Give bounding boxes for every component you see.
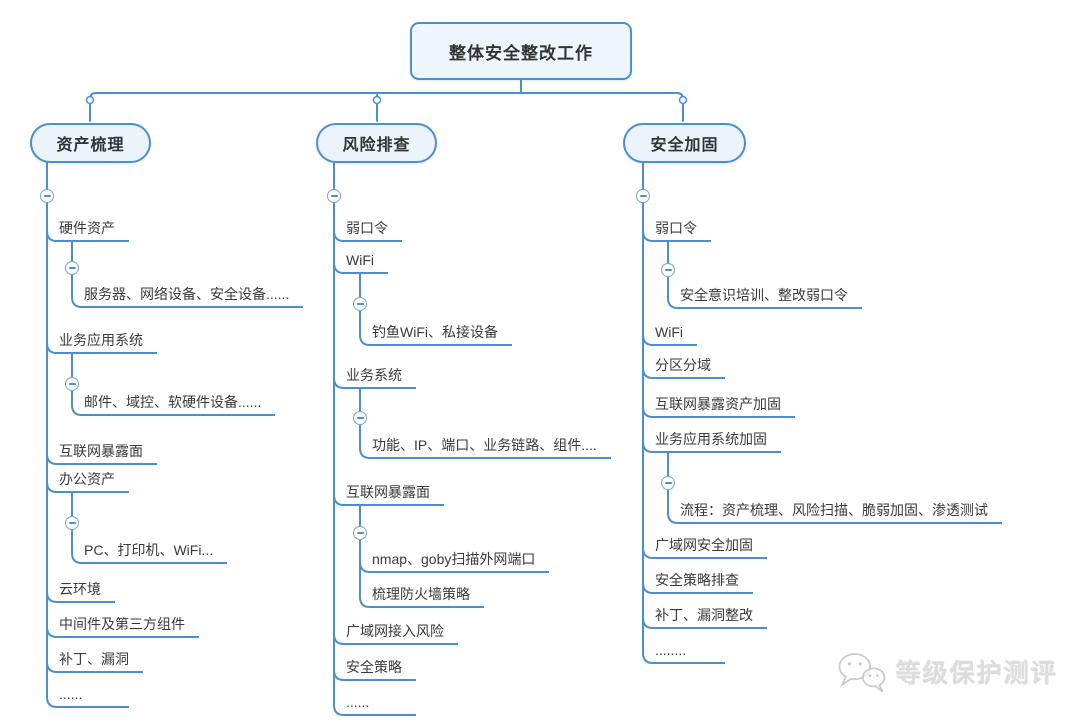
collapse-icon[interactable] — [40, 189, 54, 203]
subtopic-item[interactable]: 流程：资产梳理、风险扫描、脆弱加固、渗透测试 — [678, 500, 1002, 524]
topic-item[interactable]: 广域网接入风险 — [344, 621, 458, 645]
minus-glyph — [68, 383, 76, 385]
topic-item[interactable]: ........ — [653, 640, 725, 664]
collapse-icon[interactable] — [661, 263, 675, 277]
topic-item[interactable]: ...... — [57, 684, 129, 708]
collapse-icon[interactable] — [353, 411, 367, 425]
topic-item[interactable]: WiFi — [653, 322, 697, 346]
subtopic-item[interactable]: 钓鱼WiFi、私接设备 — [370, 322, 512, 346]
minus-glyph — [330, 195, 338, 197]
topic-item[interactable]: 安全策略 — [344, 657, 416, 681]
minus-glyph — [43, 195, 51, 197]
topic-item[interactable]: 办公资产 — [57, 469, 129, 493]
topic-item[interactable]: 中间件及第三方组件 — [57, 614, 199, 638]
minus-glyph — [356, 303, 364, 305]
topic-item[interactable]: 业务应用系统加固 — [653, 429, 781, 453]
branch-node-risk-check[interactable]: 风险排查 — [316, 123, 437, 163]
topic-item[interactable]: 分区分域 — [653, 355, 725, 379]
subtopic-item[interactable]: 梳理防火墙策略 — [370, 584, 484, 608]
root-node[interactable]: 整体安全整改工作 — [410, 22, 632, 80]
minus-glyph — [664, 269, 672, 271]
topic-item[interactable]: 互联网暴露面 — [344, 482, 444, 506]
subtopic-item[interactable]: 功能、IP、端口、业务链路、组件.... — [370, 435, 611, 459]
collapse-icon[interactable] — [65, 377, 79, 391]
branch-node-asset-sorting[interactable]: 资产梳理 — [30, 123, 151, 163]
watermark-label: 等级保护测评 — [895, 660, 1058, 688]
branch-node-hardening[interactable]: 安全加固 — [623, 123, 746, 163]
topic-item[interactable]: 弱口令 — [344, 218, 402, 242]
subtopic-item[interactable]: 邮件、域控、软硬件设备...... — [82, 392, 276, 416]
wechat-icon — [838, 653, 886, 693]
collapse-icon[interactable] — [353, 526, 367, 540]
minus-glyph — [356, 417, 364, 419]
topic-item[interactable]: ...... — [344, 692, 416, 716]
collapse-icon[interactable] — [327, 189, 341, 203]
watermark: 等级保护测评 — [835, 650, 1058, 694]
topic-item[interactable]: 业务应用系统 — [57, 330, 157, 354]
subtopic-item[interactable]: nmap、goby扫描外网端口 — [370, 549, 550, 573]
minus-glyph — [68, 267, 76, 269]
collapse-icon[interactable] — [353, 297, 367, 311]
topic-item[interactable]: WiFi — [344, 250, 388, 274]
topic-item[interactable]: 弱口令 — [653, 218, 711, 242]
minus-glyph — [639, 195, 647, 197]
minus-glyph — [356, 532, 364, 534]
collapse-icon[interactable] — [636, 189, 650, 203]
topic-item[interactable]: 补丁、漏洞 — [57, 649, 143, 673]
topic-item[interactable]: 业务系统 — [344, 365, 416, 389]
collapse-icon[interactable] — [65, 261, 79, 275]
subtopic-item[interactable]: PC、打印机、WiFi... — [82, 540, 228, 564]
topic-item[interactable]: 硬件资产 — [57, 218, 129, 242]
minus-glyph — [664, 482, 672, 484]
topic-item[interactable]: 补丁、漏洞整改 — [653, 605, 767, 629]
subtopic-item[interactable]: 安全意识培训、整改弱口令 — [678, 285, 862, 309]
subtopic-item[interactable]: 服务器、网络设备、安全设备...... — [82, 284, 304, 308]
topic-item[interactable]: 互联网暴露资产加固 — [653, 394, 795, 418]
topic-item[interactable]: 安全策略排查 — [653, 570, 753, 594]
collapse-icon[interactable] — [65, 516, 79, 530]
minus-glyph — [68, 522, 76, 524]
topic-item[interactable]: 互联网暴露面 — [57, 441, 157, 465]
collapse-icon[interactable] — [661, 476, 675, 490]
topic-item[interactable]: 云环境 — [57, 579, 115, 603]
topic-item[interactable]: 广域网安全加固 — [653, 535, 767, 559]
